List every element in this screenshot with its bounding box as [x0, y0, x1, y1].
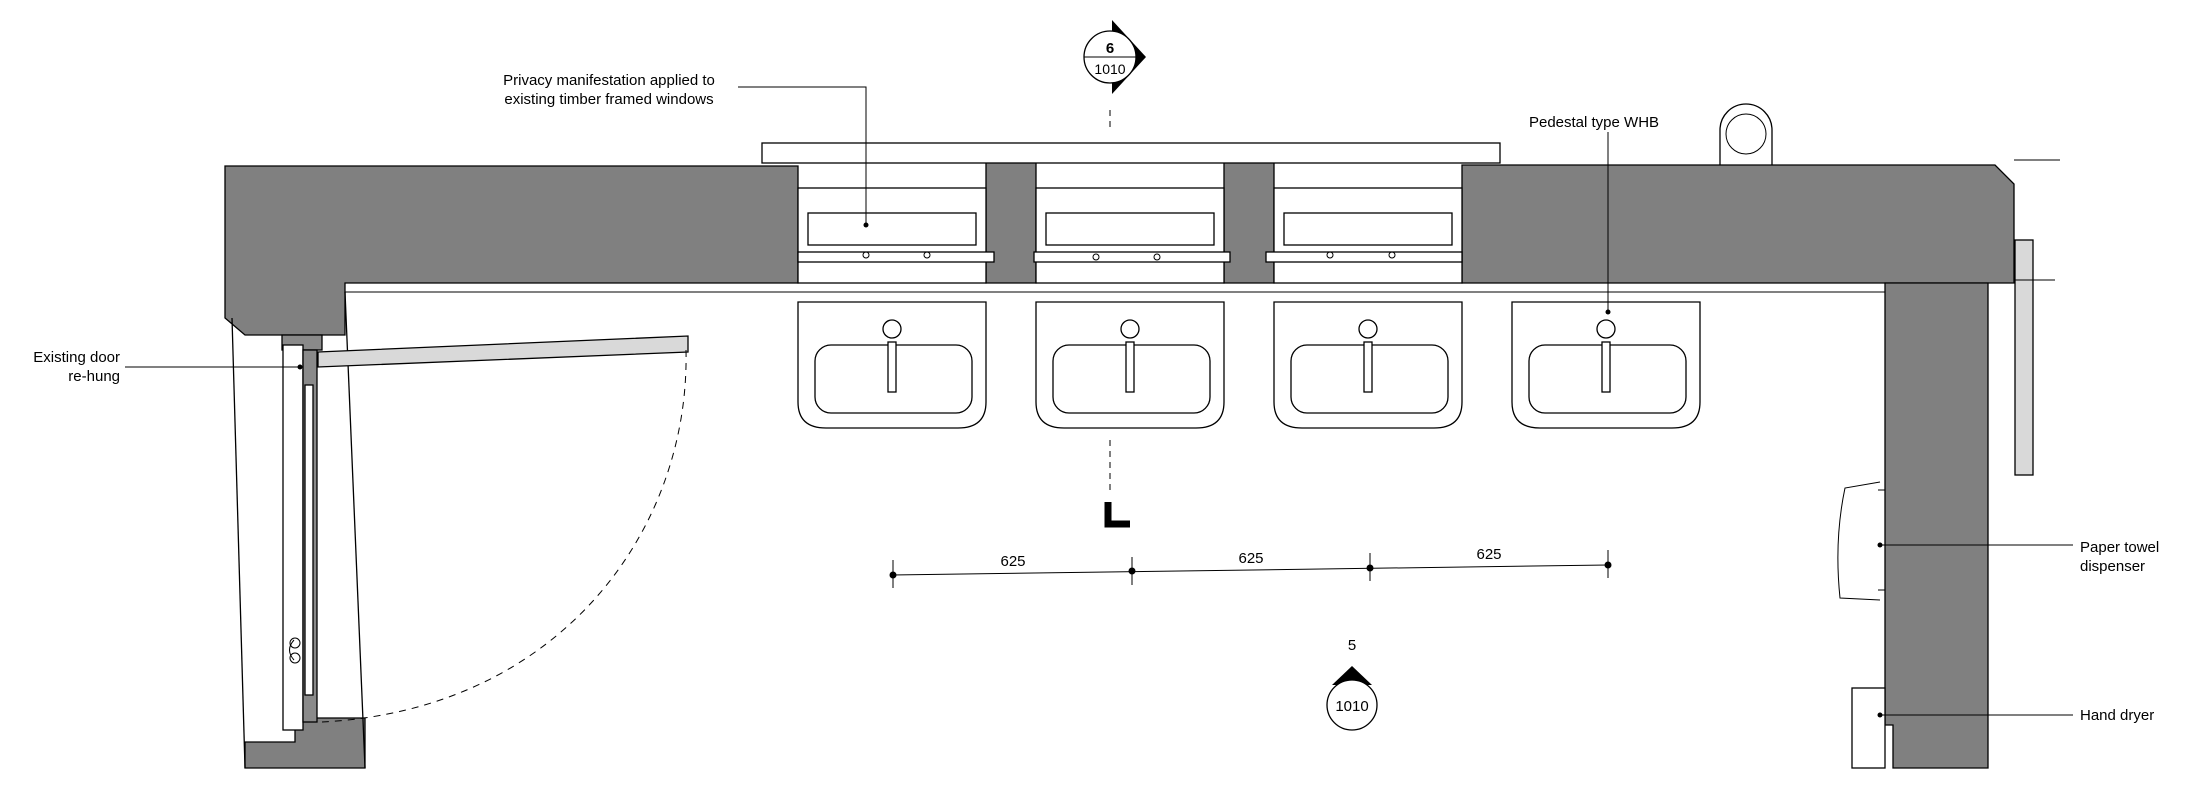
right-wall	[1884, 239, 2055, 769]
basin-3	[1273, 301, 1463, 429]
elevation-number: 5	[1348, 637, 1356, 654]
annotation-hand-dryer: Hand dryer	[2080, 707, 2154, 724]
dimension-label-3: 625	[1476, 546, 1501, 563]
basin-1	[797, 301, 987, 429]
section-cut-line	[1104, 440, 1130, 528]
elevation-sheet: 1010	[1335, 698, 1368, 715]
vent-pipe	[1719, 103, 1773, 165]
basin-2	[1035, 301, 1225, 429]
top-wall	[224, 159, 2015, 336]
hand-dryer	[1851, 687, 1886, 769]
section-sheet: 1010	[1094, 61, 1125, 77]
wall-panel	[2014, 239, 2034, 476]
window-2	[1033, 187, 1231, 284]
elevation-marker: 5 1010	[1326, 637, 1378, 731]
basin-4	[1511, 301, 1701, 429]
section-marker: 6 1010	[1083, 20, 1146, 128]
dimension-label-1: 625	[1000, 553, 1025, 570]
leader-lines	[125, 86, 2073, 718]
annotation-towel-line1: Paper towel	[2080, 539, 2159, 556]
annotation-towel-line2: dispenser	[2080, 558, 2145, 575]
window-3	[1265, 187, 1463, 284]
dimension-label-2: 625	[1238, 550, 1263, 567]
section-number: 6	[1106, 40, 1114, 57]
annotation-door-line1: Existing door	[33, 349, 120, 366]
annotation-pedestal: Pedestal type WHB	[1529, 114, 1659, 131]
annotation-door-line2: re-hung	[68, 368, 120, 385]
window-head	[761, 142, 1501, 164]
window-1	[797, 187, 995, 284]
paper-towel-dispenser	[1837, 481, 1885, 601]
annotation-privacy-line2: existing timber framed windows	[504, 91, 713, 108]
door	[281, 334, 689, 731]
annotation-privacy-line1: Privacy manifestation applied to	[503, 72, 715, 89]
dimension-line: 625 625 625	[889, 546, 1612, 588]
